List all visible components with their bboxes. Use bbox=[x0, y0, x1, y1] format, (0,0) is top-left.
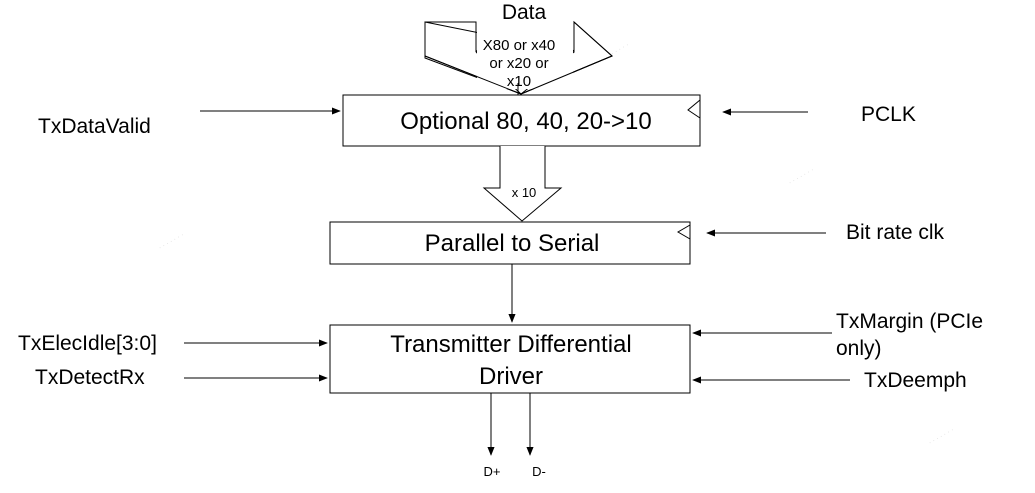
bit-rate-clk-label: Bit rate clk bbox=[846, 221, 945, 244]
x10-bus-arrow bbox=[482, 146, 563, 222]
tx-detect-rx-label: TxDetectRx bbox=[35, 366, 145, 389]
svg-text:· · · · · · ·: · · · · · · · bbox=[158, 232, 186, 252]
d-minus-label: D- bbox=[532, 464, 546, 479]
transmitter-driver-label-1: Transmitter Differential bbox=[390, 331, 631, 358]
x10-label: x 10 bbox=[512, 185, 537, 200]
svg-text:· · · · · · ·: · · · · · · · bbox=[788, 167, 816, 187]
transmitter-driver-block bbox=[329, 324, 691, 394]
parallel-to-serial-label: Parallel to Serial bbox=[425, 230, 600, 257]
tx-elec-idle-label: TxElecIdle[3:0] bbox=[18, 332, 157, 355]
data-width-line-3: x10 bbox=[507, 73, 531, 90]
data-width-line-1: X80 or x40 bbox=[483, 37, 556, 54]
bit-clock-marker bbox=[677, 224, 691, 240]
tx-data-valid-label: TxDataValid bbox=[38, 115, 151, 138]
transmitter-driver-label-2: Driver bbox=[479, 363, 543, 390]
pclk-label: PCLK bbox=[861, 103, 916, 126]
optional-converter-block bbox=[342, 94, 701, 147]
pclk-clock-marker bbox=[687, 99, 701, 119]
d-plus-label: D+ bbox=[484, 464, 501, 479]
tx-margin-label-1: TxMargin (PCIe bbox=[836, 310, 983, 333]
data-label: Data bbox=[502, 1, 547, 24]
parallel-to-serial-block bbox=[329, 221, 691, 265]
data-width-line-2: or x20 or bbox=[489, 55, 548, 72]
tx-margin-label-2: only) bbox=[836, 337, 882, 360]
optional-converter-label: Optional 80, 40, 20->10 bbox=[400, 108, 652, 135]
svg-text:· · · · · · ·: · · · · · · · bbox=[928, 427, 956, 447]
tx-deemph-label: TxDeemph bbox=[864, 369, 967, 392]
